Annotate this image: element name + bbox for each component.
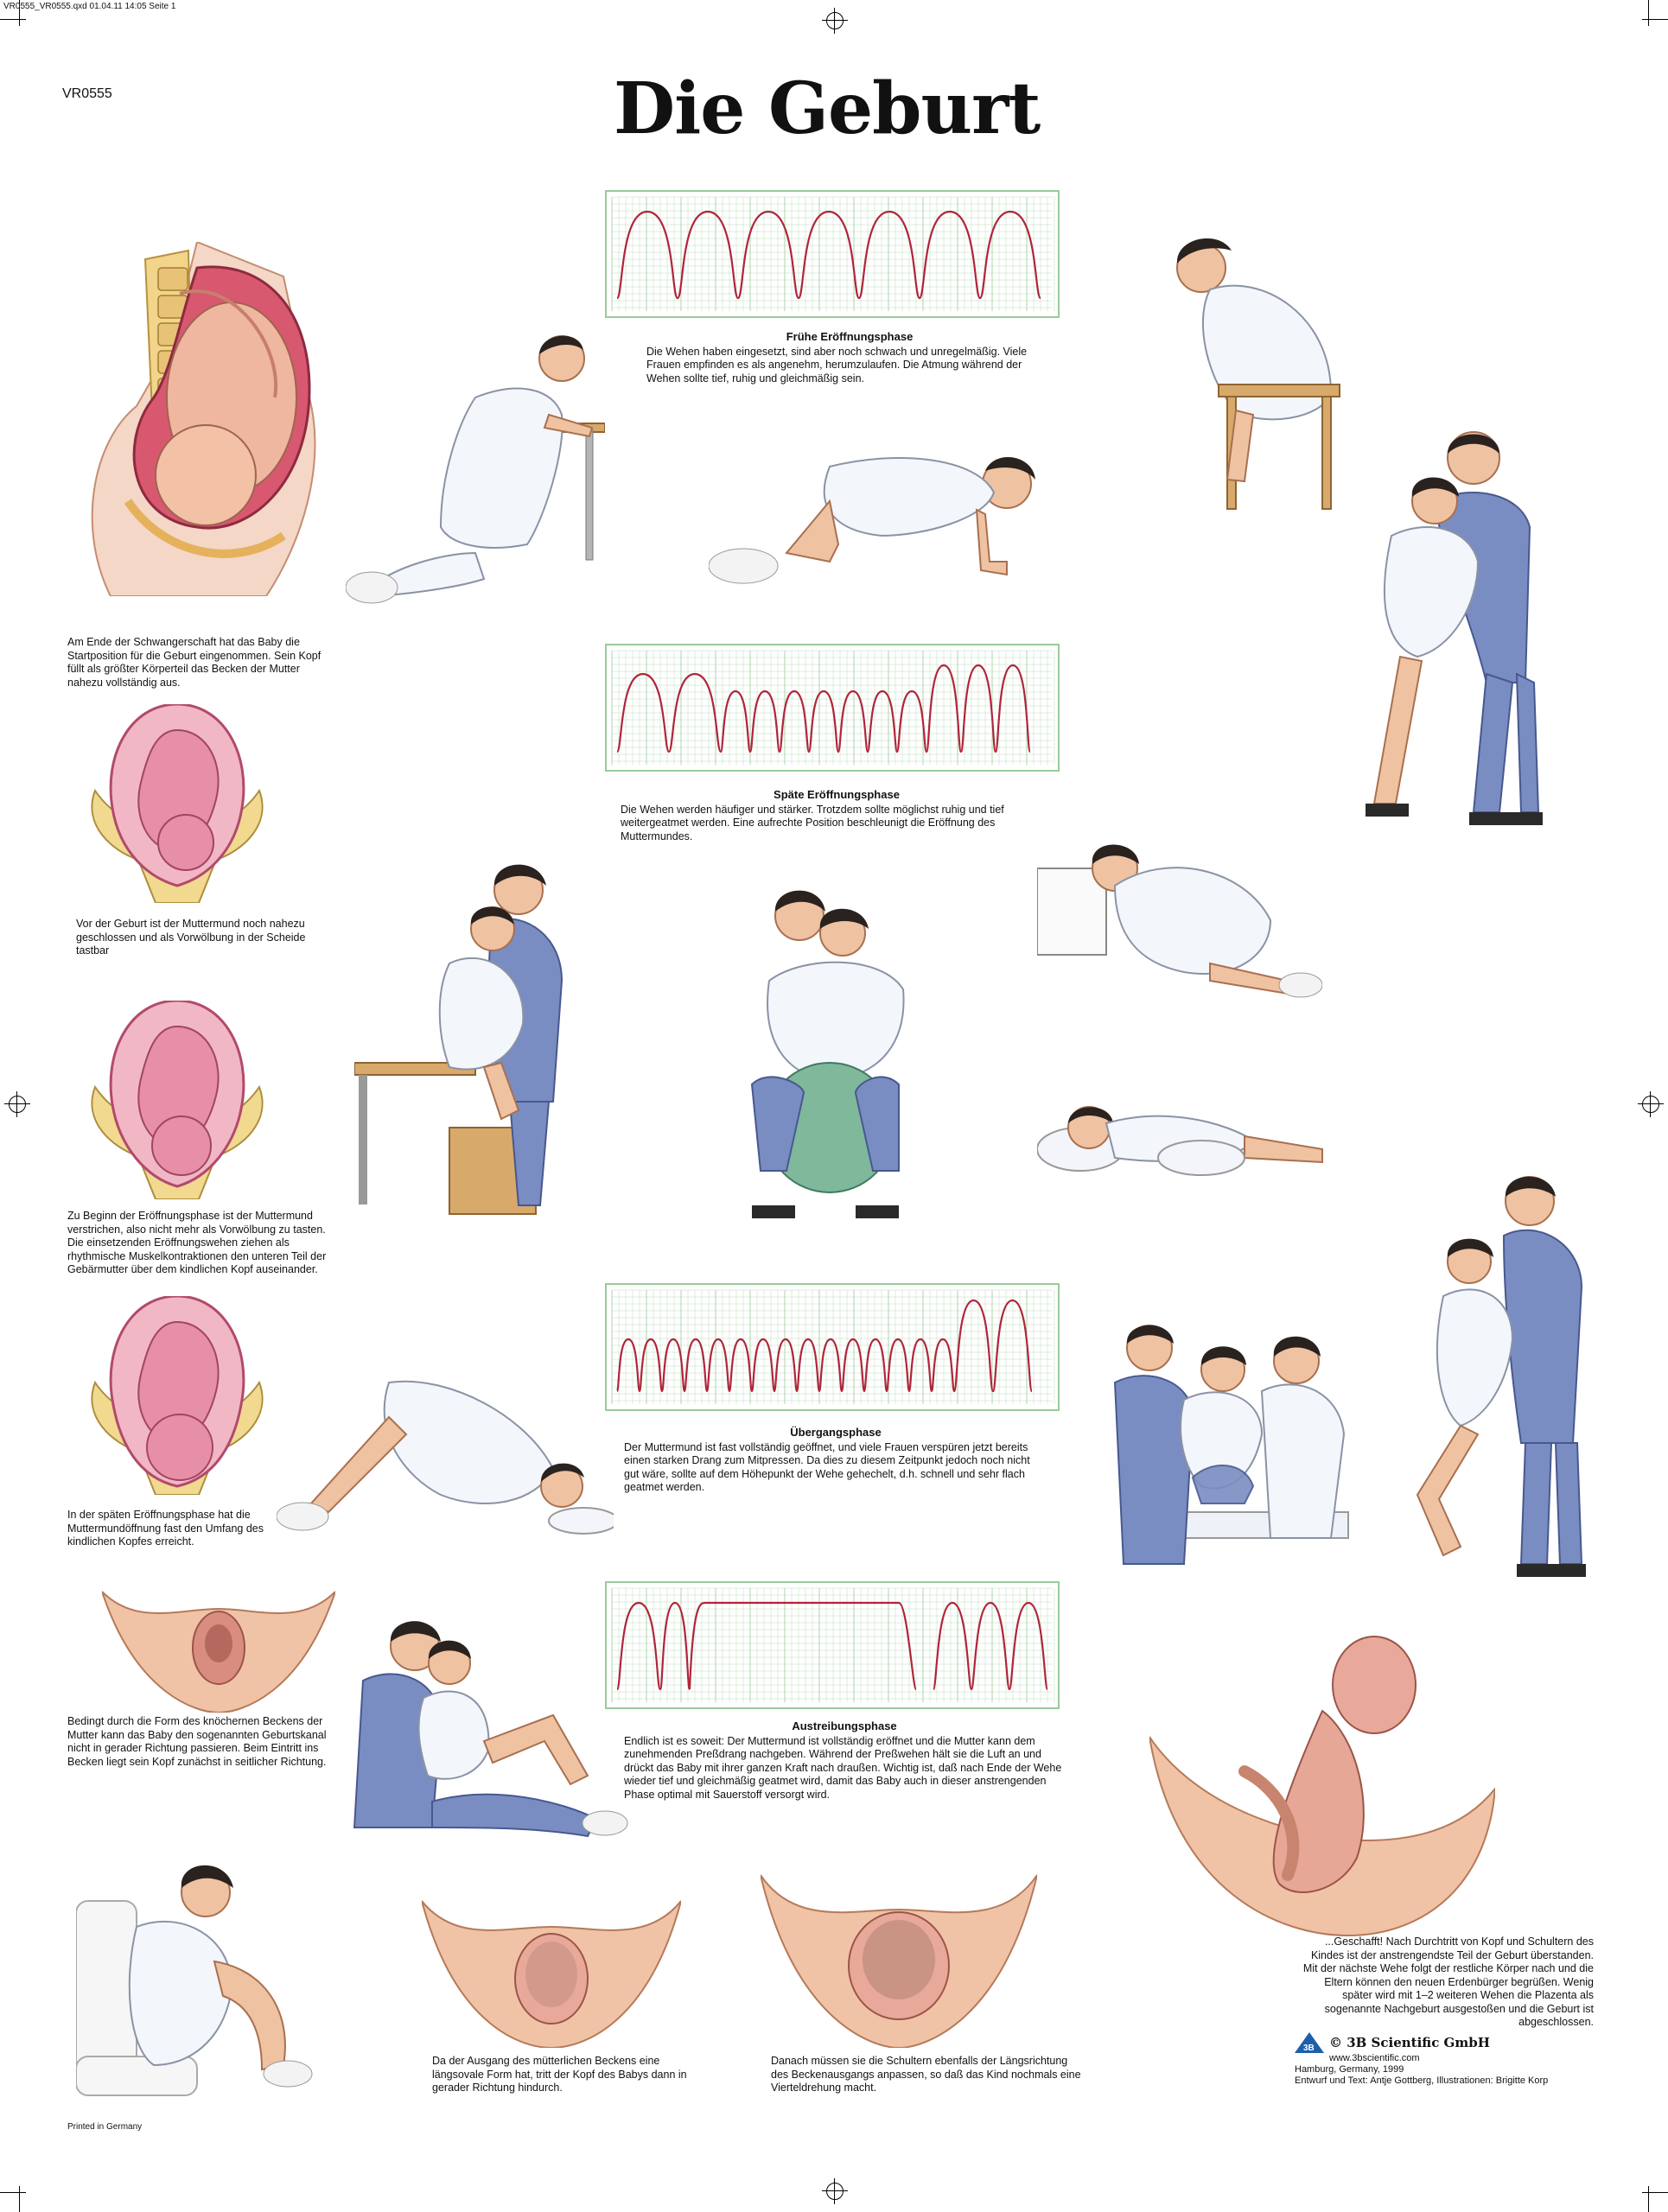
woman-sitting-cushion — [76, 1865, 313, 2096]
birth-illustration — [1149, 1636, 1495, 1937]
couple-birthing-ball — [750, 890, 905, 1218]
phase-title: Austreibungsphase — [792, 1719, 897, 1732]
contraction-chart-transition — [605, 1283, 1060, 1411]
contraction-chart-expulsion — [605, 1581, 1060, 1709]
phase-text: Endlich ist es soweit: Der Muttermund is… — [624, 1734, 1062, 1801]
uterus-diagram-late — [91, 1296, 264, 1495]
woman-leaning-on-chair — [1176, 238, 1340, 510]
uterus-diagram-early — [91, 1001, 264, 1199]
partners-supporting-squat — [1113, 1325, 1349, 1565]
contraction-trace — [615, 1299, 1034, 1393]
crop-mark — [1648, 2186, 1649, 2212]
printed-in-germany: Printed in Germany — [67, 2122, 143, 2132]
caption-cervix-closed: Vor der Geburt ist der Muttermund noch n… — [76, 918, 306, 957]
couple-at-table — [354, 864, 563, 1215]
crop-mark — [19, 0, 20, 26]
phase-late: Späte Eröffnungsphase Die Wehen werden h… — [621, 788, 1053, 843]
phase-text: Die Wehen haben eingesetzt, sind aber no… — [646, 345, 1028, 385]
caption-late-dilation: In der späten Eröffnungsphase hat die Mu… — [67, 1509, 264, 1548]
publisher-block: 3B © 3B Scientific GmbH www.3bscientific… — [1295, 2032, 1571, 2087]
contraction-trace — [615, 210, 1042, 300]
registration-mark-bottom — [822, 2178, 848, 2204]
phase-title: Übergangsphase — [790, 1426, 882, 1439]
sagittal-section-illustration — [91, 242, 316, 596]
contraction-trace — [932, 1601, 1049, 1691]
perineum-view-shoulders — [761, 1874, 1037, 2048]
couple-seated-floor — [353, 1621, 628, 1838]
file-info: VR0555_VR0555.qxd 01.04.11 14:05 Seite 1 — [3, 2, 176, 11]
contraction-chart-late — [605, 644, 1060, 772]
perineum-view-crowning — [422, 1900, 681, 2048]
phase-expulsion: Austreibungsphase Endlich ist es soweit:… — [624, 1719, 1065, 1802]
registration-mark-right — [1638, 1091, 1664, 1117]
credits: Entwurf und Text: Antje Gottberg, Illust… — [1295, 2075, 1549, 2086]
caption-early-dilation: Zu Beginn der Eröffnungsphase ist der Mu… — [67, 1210, 327, 1275]
caption-birth-complete: ...Geschafft! Nach Durchtritt von Kopf u… — [1302, 1936, 1594, 2028]
contraction-trace — [615, 664, 1032, 753]
woman-kneeling-at-rail — [346, 335, 605, 604]
registration-mark-top — [822, 8, 848, 34]
crop-mark — [0, 2192, 26, 2193]
company-row: 3B © 3B Scientific GmbH — [1295, 2032, 1571, 2053]
woman-all-fours — [709, 456, 1035, 584]
company-name: © 3B Scientific GmbH — [1329, 2034, 1490, 2050]
caption-start-position: Am Ende der Schwangerschaft hat das Baby… — [67, 636, 322, 689]
contraction-plateau — [688, 1601, 918, 1691]
phase-text: Die Wehen werden häufiger und stärker. T… — [621, 803, 1004, 842]
caption-pelvis-entry: Bedingt durch die Form des knöchernen Be… — [67, 1715, 327, 1768]
phase-text: Der Muttermund ist fast vollständig geöf… — [624, 1440, 1030, 1494]
poster-code: VR0555 — [62, 86, 112, 101]
phase-title: Frühe Eröffnungsphase — [786, 330, 914, 343]
caption-shoulder-rotation: Danach müssen sie die Schultern ebenfall… — [771, 2055, 1081, 2094]
svg-text:3B: 3B — [1303, 2044, 1315, 2053]
publish-place: Hamburg, Germany, 1999 — [1295, 2064, 1404, 2075]
crop-mark — [1648, 0, 1649, 26]
caption-head-crowning: Da der Ausgang des mütterlichen Beckens … — [432, 2055, 687, 2094]
crop-mark — [19, 2186, 20, 2212]
crop-mark — [1642, 19, 1668, 20]
contraction-chart-early — [605, 190, 1060, 318]
woman-kneeling-on-block — [1037, 844, 1322, 998]
perineum-view-entry — [102, 1591, 335, 1713]
uterus-diagram-closed — [91, 704, 264, 903]
couple-embracing-standing — [1366, 431, 1543, 825]
crop-mark — [1642, 2192, 1668, 2193]
woman-kneeling-forward — [277, 1380, 614, 1535]
couple-standing-support — [1416, 1176, 1586, 1577]
woman-lying-side — [1037, 1106, 1323, 1176]
page-title: Die Geburt — [614, 67, 1041, 150]
phase-transition: Übergangsphase Der Muttermund ist fast v… — [624, 1426, 1047, 1495]
phase-early: Frühe Eröffnungsphase Die Wehen haben ei… — [646, 330, 1053, 385]
contraction-trace — [615, 1601, 691, 1691]
company-url[interactable]: www.3bscientific.com — [1329, 2053, 1420, 2063]
registration-mark-left — [4, 1091, 30, 1117]
crop-mark — [0, 19, 26, 20]
3b-logo-icon: 3B — [1295, 2032, 1324, 2053]
phase-title: Späte Eröffnungsphase — [774, 788, 900, 801]
